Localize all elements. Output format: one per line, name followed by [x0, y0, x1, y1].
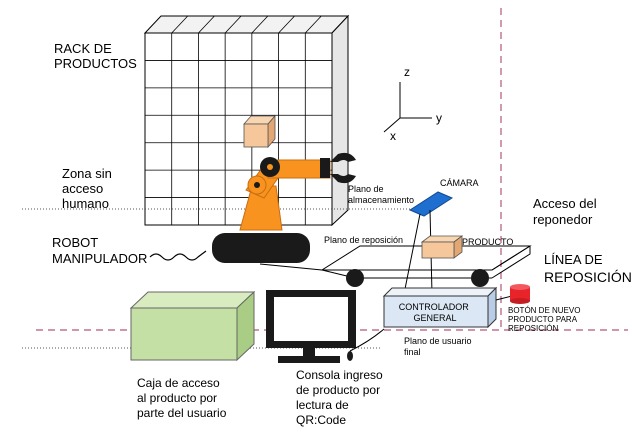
rack-label: RACK DE PRODUCTOS [54, 41, 137, 71]
product-rack [143, 14, 350, 227]
button-wire [495, 295, 513, 301]
gripper-upper [330, 152, 356, 162]
stored-box [243, 114, 276, 149]
robot-cable [149, 250, 207, 261]
reposition-plane-label: Plano de reposición [324, 235, 403, 245]
conveyor-wheel-left [346, 269, 364, 287]
user-plane-label: Plano de usuario final [404, 336, 474, 357]
restocker-access-label: Acceso del reponedor [533, 196, 600, 227]
new-product-button-label: BOTÓN DE NUEVO PRODUCTO PARA REPOSICIÓN [508, 306, 583, 333]
rack-grid [145, 15, 332, 225]
user-access-box [129, 290, 256, 362]
robot-label: ROBOT MANIPULADOR [52, 235, 147, 266]
conveyor-wheel-right [471, 269, 489, 287]
axis-x-label: x [390, 129, 396, 143]
no-human-zone-label: Zona sin acceso humano [62, 166, 116, 211]
reposition-line-label: LÍNEA DE REPOSICIÓN [544, 252, 632, 285]
general-controller [382, 286, 498, 329]
axis-z-label: z [404, 65, 410, 79]
rack-grid-top [198, 15, 215, 34]
controller-label: CONTROLADOR GENERAL [399, 302, 472, 323]
new-product-button-icon [510, 284, 530, 304]
console-label: Consola ingreso de producto por lectura … [296, 368, 386, 427]
rack-grid-top [171, 15, 189, 34]
computer-monitor-icon [266, 290, 385, 363]
camera-label: CÁMARA [440, 178, 479, 188]
gripper-lower [330, 174, 356, 184]
rack-grid-top [304, 15, 322, 34]
access-box-label: Caja de acceso al producto por parte del… [137, 376, 227, 420]
conveyor-product-box [420, 235, 464, 259]
robot-base [212, 233, 310, 263]
rack-grid-top [251, 15, 269, 34]
rack-grid-top [224, 15, 242, 34]
product-label: PRODUCTO [462, 237, 513, 247]
rack-grid-top [278, 15, 295, 34]
plane-lines [22, 208, 420, 349]
robot-manipulator [149, 152, 356, 263]
xyz-axes-icon [383, 82, 432, 133]
storage-plane-label: Plano de almacenamiento [348, 184, 414, 205]
mouse-icon [347, 351, 353, 361]
axis-y-label: y [436, 111, 442, 125]
